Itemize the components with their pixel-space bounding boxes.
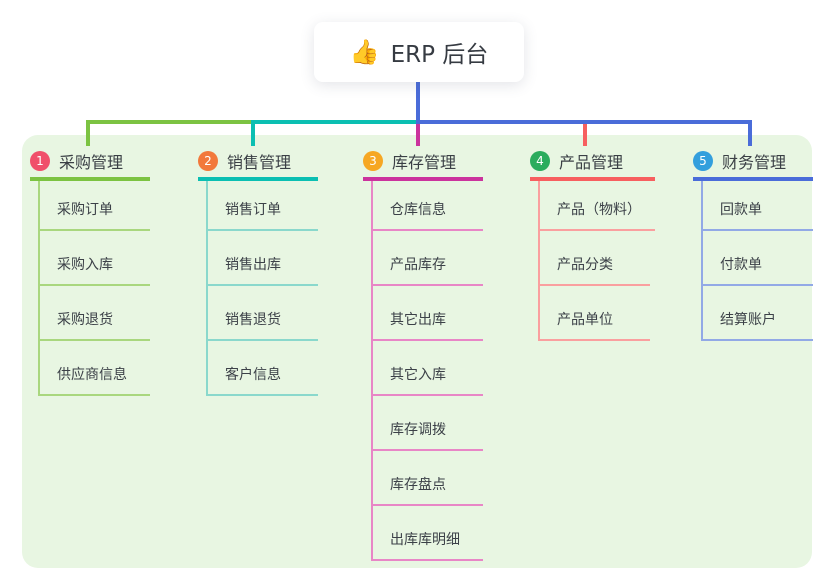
mindmap-node[interactable]: 客户信息 bbox=[208, 341, 318, 396]
mindmap-node[interactable]: 仓库信息 bbox=[373, 181, 483, 231]
mindmap-node[interactable]: 产品库存 bbox=[373, 231, 483, 286]
mindmap-node-label: 出库库明细 bbox=[390, 532, 460, 548]
mindmap-node-label: 销售出库 bbox=[225, 257, 281, 273]
mindmap-node[interactable]: 库存盘点 bbox=[373, 451, 483, 506]
background-panel bbox=[22, 135, 812, 568]
branch-4: 4 产品管理产品（物料） 产品分类产品单位 bbox=[530, 146, 655, 341]
branch-header[interactable]: 2 销售管理 bbox=[198, 146, 318, 181]
mindmap-node-label: 采购退货 bbox=[57, 312, 113, 328]
branch-number-badge: 4 bbox=[530, 150, 550, 171]
branch-children: 采购订单采购入库采购退货供应商信息 bbox=[38, 181, 150, 396]
branch-label: 采购管理 bbox=[59, 152, 124, 172]
mindmap-node-label: 采购订单 bbox=[57, 202, 113, 218]
branch-children: 销售订单销售出库销售退货客户信息 bbox=[206, 181, 318, 396]
root-node[interactable]: 👍 ERP 后台 bbox=[314, 22, 524, 82]
mindmap-node-label: 产品库存 bbox=[390, 257, 446, 273]
branch-number-badge: 1 bbox=[30, 150, 50, 171]
mindmap-node[interactable]: 其它入库 bbox=[373, 341, 483, 396]
mindmap-node[interactable]: 出库库明细 bbox=[373, 506, 483, 561]
branch-header[interactable]: 4 产品管理 bbox=[530, 146, 655, 181]
branch-children: 产品（物料） 产品分类产品单位 bbox=[538, 181, 655, 341]
mindmap-node[interactable]: 产品（物料） bbox=[540, 181, 655, 231]
branch-1: 1 采购管理采购订单采购入库采购退货供应商信息 bbox=[30, 146, 150, 396]
mindmap-node-label: 产品（物料） bbox=[557, 202, 641, 218]
mindmap-node[interactable]: 销售出库 bbox=[208, 231, 318, 286]
mindmap-node-label: 采购入库 bbox=[57, 257, 113, 273]
branch-3: 3 库存管理仓库信息产品库存其它出库其它入库库存调拨库存盘点出库库明细 bbox=[363, 146, 483, 561]
mindmap-node-label: 回款单 bbox=[720, 202, 762, 218]
mindmap-node-label: 付款单 bbox=[720, 257, 762, 273]
thumbs-up-icon: 👍 bbox=[349, 38, 380, 66]
mindmap-node-label: 产品分类 bbox=[557, 257, 613, 273]
mindmap-node[interactable]: 付款单 bbox=[703, 231, 813, 286]
mindmap-node[interactable]: 回款单 bbox=[703, 181, 813, 231]
mindmap-node-label: 产品单位 bbox=[557, 312, 613, 328]
mindmap-node[interactable]: 产品分类 bbox=[540, 231, 650, 286]
mindmap-node[interactable]: 产品单位 bbox=[540, 286, 650, 341]
mindmap-node-label: 销售订单 bbox=[225, 202, 281, 218]
branch-label: 库存管理 bbox=[392, 152, 457, 172]
branch-label: 产品管理 bbox=[559, 152, 624, 172]
mindmap-node[interactable]: 销售退货 bbox=[208, 286, 318, 341]
branch-children: 仓库信息产品库存其它出库其它入库库存调拨库存盘点出库库明细 bbox=[371, 181, 483, 561]
branch-label: 销售管理 bbox=[227, 152, 292, 172]
mindmap-node-label: 供应商信息 bbox=[57, 367, 127, 383]
branch-header[interactable]: 3 库存管理 bbox=[363, 146, 483, 181]
branch-header[interactable]: 5 财务管理 bbox=[693, 146, 813, 181]
mindmap-node-label: 库存盘点 bbox=[390, 477, 446, 493]
mindmap-node[interactable]: 采购订单 bbox=[40, 181, 150, 231]
branch-5: 5 财务管理回款单付款单结算账户 bbox=[693, 146, 813, 341]
branch-label: 财务管理 bbox=[722, 152, 787, 172]
mindmap-node-label: 其它出库 bbox=[390, 312, 446, 328]
mindmap-node[interactable]: 库存调拨 bbox=[373, 396, 483, 451]
branch-number-badge: 3 bbox=[363, 150, 383, 171]
branch-header[interactable]: 1 采购管理 bbox=[30, 146, 150, 181]
mindmap-node-label: 结算账户 bbox=[720, 312, 776, 328]
mindmap-node[interactable]: 采购退货 bbox=[40, 286, 150, 341]
mindmap-node[interactable]: 结算账户 bbox=[703, 286, 813, 341]
mindmap-node-label: 客户信息 bbox=[225, 367, 281, 383]
mindmap-node-label: 其它入库 bbox=[390, 367, 446, 383]
branch-number-badge: 5 bbox=[693, 150, 713, 171]
root-title: ERP 后台 bbox=[390, 42, 489, 68]
mindmap-node[interactable]: 采购入库 bbox=[40, 231, 150, 286]
mindmap-node-label: 销售退货 bbox=[225, 312, 281, 328]
mindmap-node[interactable]: 销售订单 bbox=[208, 181, 318, 231]
branch-children: 回款单付款单结算账户 bbox=[701, 181, 813, 341]
mindmap-node-label: 仓库信息 bbox=[390, 202, 446, 218]
mindmap-node[interactable]: 其它出库 bbox=[373, 286, 483, 341]
mindmap-node-label: 库存调拨 bbox=[390, 422, 446, 438]
branch-number-badge: 2 bbox=[198, 150, 218, 171]
mindmap-node[interactable]: 供应商信息 bbox=[40, 341, 150, 396]
branch-2: 2 销售管理销售订单销售出库销售退货客户信息 bbox=[198, 146, 318, 396]
